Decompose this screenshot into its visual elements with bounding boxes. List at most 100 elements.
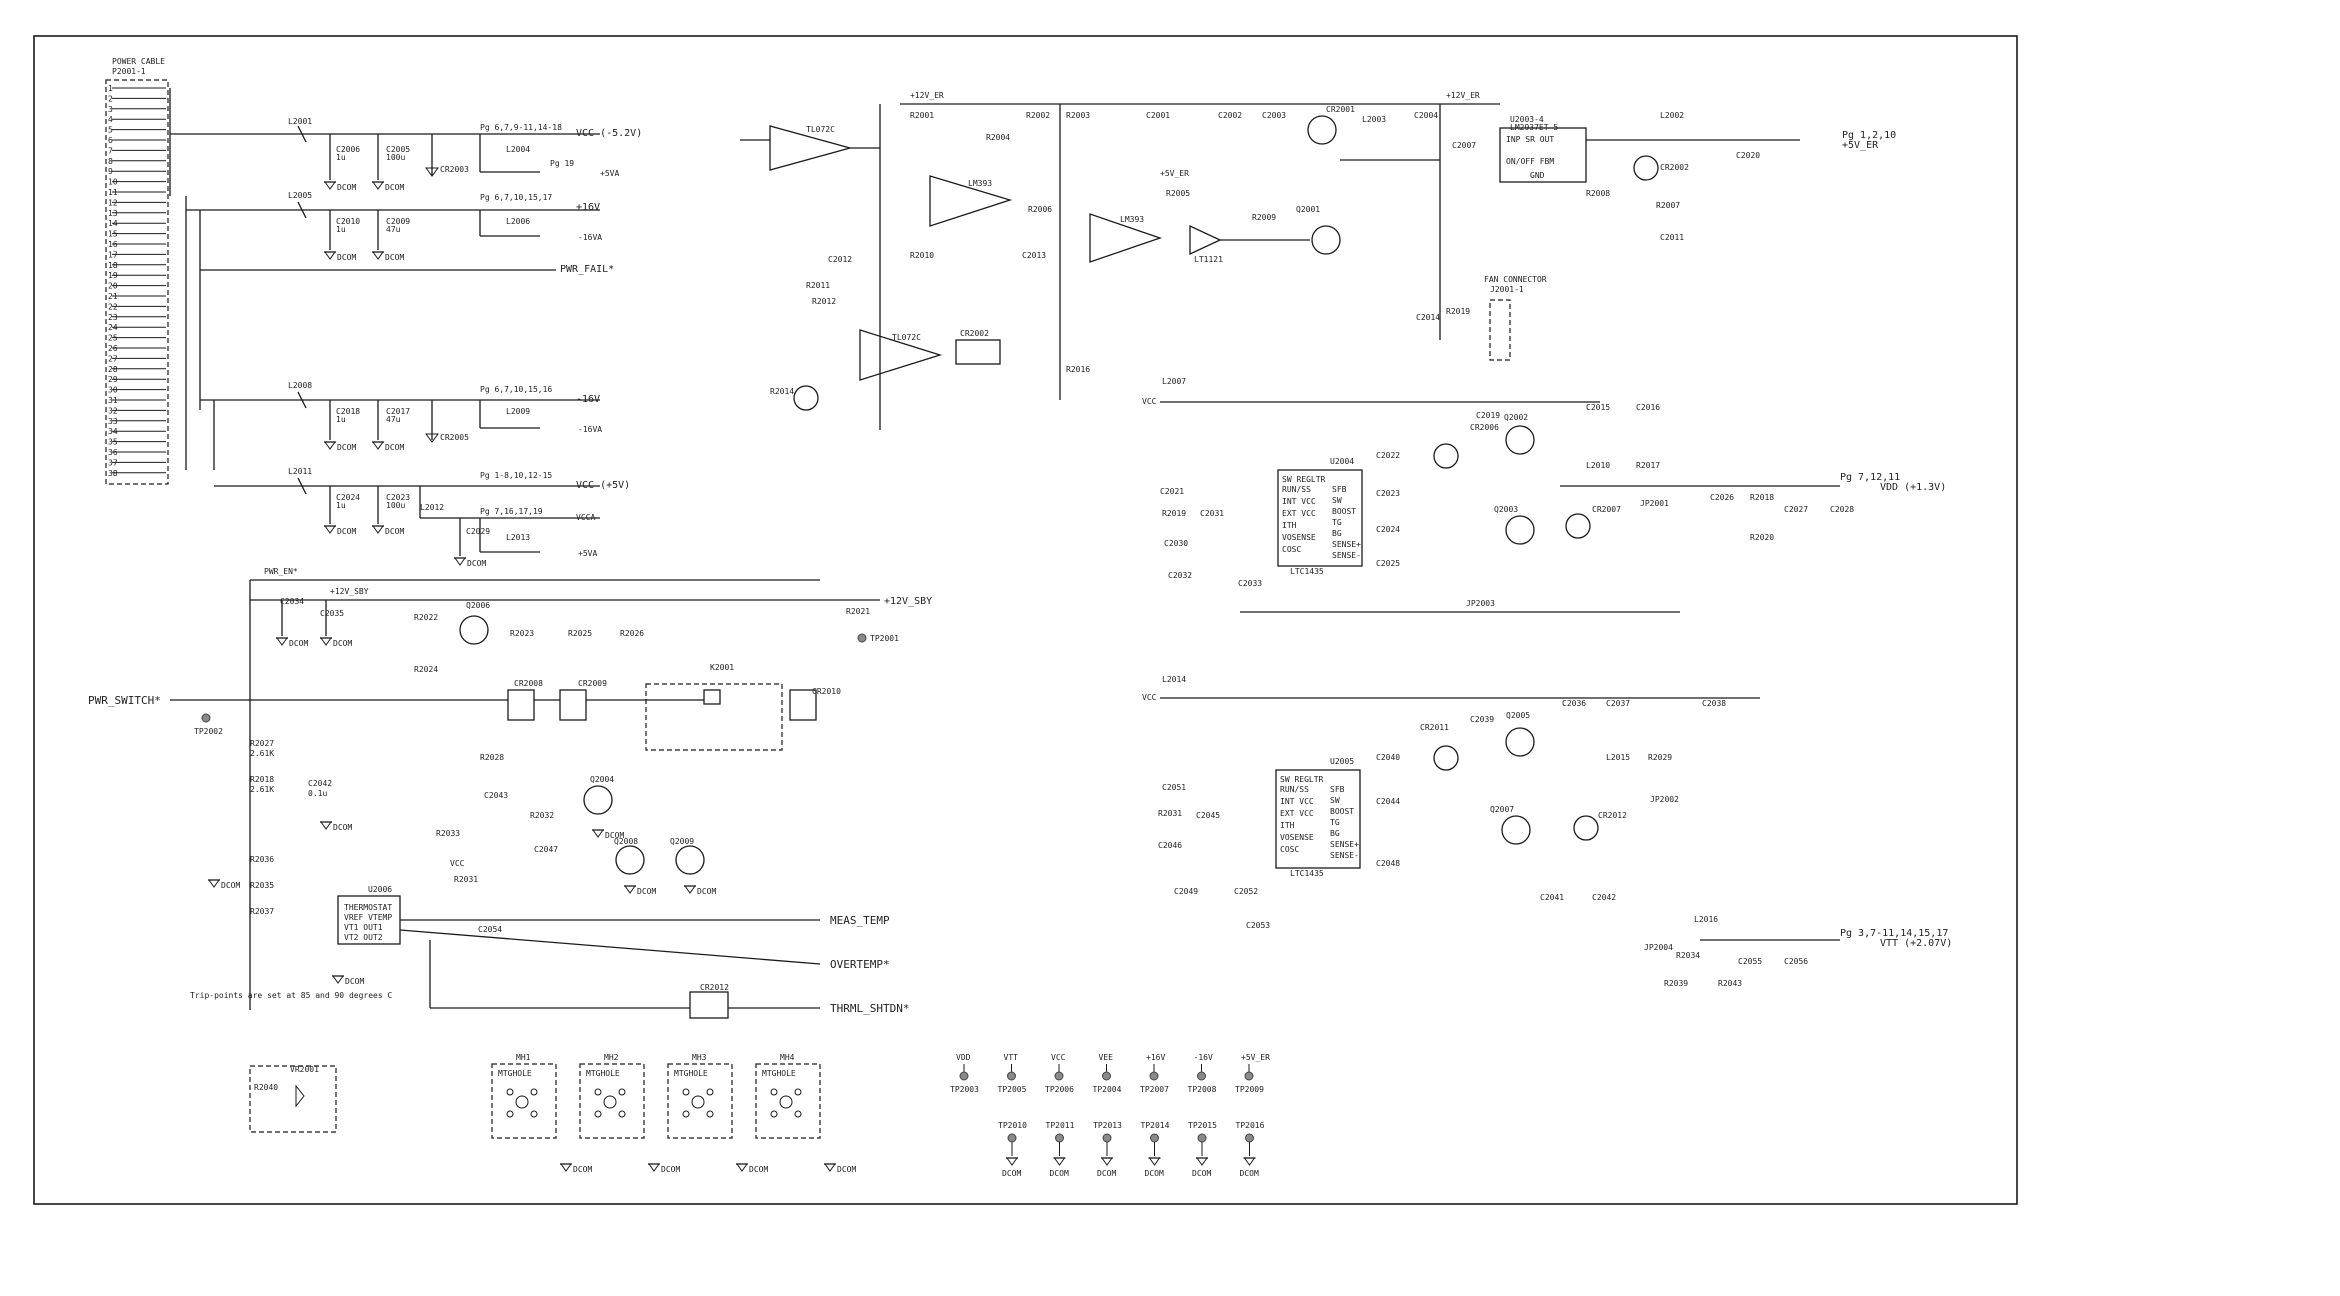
svg-text:C2051: C2051 bbox=[1162, 783, 1186, 792]
svg-text:R2010: R2010 bbox=[910, 251, 934, 260]
svg-text:R2031: R2031 bbox=[454, 875, 478, 884]
svg-text:CR2006: CR2006 bbox=[1470, 423, 1499, 432]
svg-text:22: 22 bbox=[108, 302, 118, 311]
svg-text:TG: TG bbox=[1332, 518, 1342, 527]
pg-ref-b: Pg 6,7,10,15,17 bbox=[480, 193, 552, 202]
svg-text:DCOM: DCOM bbox=[697, 887, 716, 896]
net-vcc-neg: VCC (-5.2V) bbox=[576, 128, 642, 139]
thermostat-ic bbox=[337, 895, 401, 945]
svg-text:C2001: C2001 bbox=[1146, 111, 1170, 120]
test-point[interactable] bbox=[1150, 1133, 1159, 1143]
test-point[interactable] bbox=[1244, 1071, 1254, 1081]
svg-text:28: 28 bbox=[108, 365, 118, 374]
svg-text:C2046: C2046 bbox=[1158, 841, 1182, 850]
mounting-holes: MH1MTGHOLEDCOMMH2MTGHOLEDCOMMH3MTGHOLEDC… bbox=[491, 1053, 856, 1174]
tp-ref: TP2016 bbox=[1236, 1121, 1265, 1130]
ldo-u2003 bbox=[1499, 127, 1587, 183]
test-point[interactable] bbox=[959, 1071, 969, 1081]
svg-text:C2009: C2009 bbox=[386, 217, 410, 226]
svg-text:Q2001: Q2001 bbox=[1296, 205, 1320, 214]
svg-text:C2048: C2048 bbox=[1376, 859, 1400, 868]
svg-text:DCOM: DCOM bbox=[337, 183, 356, 192]
svg-text:R2020: R2020 bbox=[1750, 533, 1774, 542]
svg-text:PWR_EN*: PWR_EN* bbox=[264, 567, 298, 576]
test-point[interactable] bbox=[1055, 1133, 1064, 1143]
buck2-ic bbox=[1275, 769, 1361, 869]
net-12v-er-a: +12V_ER bbox=[910, 91, 944, 100]
net-16va-2: -16VA bbox=[578, 425, 602, 434]
test-point[interactable] bbox=[1149, 1071, 1159, 1081]
svg-text:19: 19 bbox=[108, 271, 118, 280]
svg-text:R2036: R2036 bbox=[250, 855, 274, 864]
svg-text:C2034: C2034 bbox=[280, 597, 304, 606]
tp-net: +5V_ER bbox=[1241, 1053, 1270, 1062]
svg-text:C2038: C2038 bbox=[1702, 699, 1726, 708]
svg-text:SENSE-: SENSE- bbox=[1330, 851, 1359, 860]
test-point[interactable] bbox=[1054, 1071, 1064, 1081]
svg-text:C2005: C2005 bbox=[386, 145, 410, 154]
test-point[interactable] bbox=[1197, 1133, 1207, 1143]
power-cable-connector: POWER CABLE P2001-1 12345678910111213141… bbox=[105, 57, 215, 485]
buffer-u2003 bbox=[1189, 224, 1222, 256]
svg-text:JP2004: JP2004 bbox=[1644, 943, 1673, 952]
pg-ref-a: Pg 6,7,9-11,14-18 bbox=[480, 123, 562, 132]
svg-text:VREF VTEMP: VREF VTEMP bbox=[344, 913, 392, 922]
svg-text:VOSENSE: VOSENSE bbox=[1282, 533, 1316, 542]
opamp-section: +12V_ER TL072C LM393 LM393 TL072C LT1121… bbox=[740, 91, 1441, 430]
svg-text:L2002: L2002 bbox=[1660, 111, 1684, 120]
pg-ref-i: Pg 3,7-11,14,15,17 bbox=[1840, 928, 1948, 939]
svg-text:C2028: C2028 bbox=[1830, 505, 1854, 514]
net-12v-er-b: +12V_ER bbox=[1446, 91, 1480, 100]
test-point[interactable] bbox=[1102, 1133, 1112, 1143]
svg-text:R2026: R2026 bbox=[620, 629, 644, 638]
svg-text:34: 34 bbox=[108, 427, 118, 436]
svg-text:DCOM: DCOM bbox=[637, 887, 656, 896]
svg-text:R2027: R2027 bbox=[250, 739, 274, 748]
svg-text:R2011: R2011 bbox=[806, 281, 830, 290]
svg-text:3: 3 bbox=[108, 105, 113, 114]
fan-connector-label: FAN CONNECTOR bbox=[1484, 275, 1547, 284]
svg-text:C2049: C2049 bbox=[1174, 887, 1198, 896]
test-point[interactable] bbox=[1197, 1071, 1206, 1081]
svg-text:C2027: C2027 bbox=[1784, 505, 1808, 514]
svg-text:R2039: R2039 bbox=[1664, 979, 1688, 988]
net-5va-1: +5VA bbox=[600, 169, 619, 178]
test-point[interactable] bbox=[1245, 1133, 1254, 1143]
mounting-hole-label: MTGHOLE bbox=[674, 1069, 708, 1078]
svg-text:DCOM: DCOM bbox=[345, 977, 364, 986]
svg-text:R2029: R2029 bbox=[1648, 753, 1672, 762]
net-neg16v: -16V bbox=[576, 394, 600, 405]
test-point[interactable] bbox=[1102, 1071, 1111, 1081]
test-point[interactable] bbox=[1007, 1071, 1016, 1081]
svg-text:DCOM: DCOM bbox=[333, 823, 352, 832]
svg-text:VCC: VCC bbox=[450, 859, 465, 868]
vcc-in-1: VCC bbox=[1142, 397, 1157, 406]
test-point[interactable] bbox=[1007, 1133, 1017, 1143]
svg-text:DCOM: DCOM bbox=[1192, 1169, 1211, 1178]
svg-text:DCOM: DCOM bbox=[385, 527, 404, 536]
svg-text:47u: 47u bbox=[386, 225, 401, 234]
svg-text:33: 33 bbox=[108, 417, 118, 426]
svg-text:37: 37 bbox=[108, 458, 118, 467]
svg-text:K2001: K2001 bbox=[710, 663, 734, 672]
svg-text:Q2006: Q2006 bbox=[466, 601, 490, 610]
u2001a-label: TL072C bbox=[892, 333, 921, 342]
pwr-switch-label: PWR_SWITCH* bbox=[88, 694, 161, 707]
tp-ref: TP2009 bbox=[1235, 1085, 1264, 1094]
svg-text:7: 7 bbox=[108, 146, 113, 155]
svg-text:VOSENSE: VOSENSE bbox=[1280, 833, 1314, 842]
svg-text:SENSE+: SENSE+ bbox=[1330, 840, 1359, 849]
net-vtt: VTT (+2.07V) bbox=[1880, 938, 1952, 949]
power-cable-label: POWER CABLE bbox=[112, 57, 165, 66]
opamp-u2001b bbox=[769, 125, 853, 171]
svg-text:13: 13 bbox=[108, 209, 118, 218]
svg-text:L2013: L2013 bbox=[506, 533, 530, 542]
svg-text:L2006: L2006 bbox=[506, 217, 530, 226]
tp-ref: TP2007 bbox=[1140, 1085, 1169, 1094]
tp-ref: TP2015 bbox=[1188, 1121, 1217, 1130]
svg-text:L2012: L2012 bbox=[420, 503, 444, 512]
svg-text:100u: 100u bbox=[386, 501, 405, 510]
svg-text:100u: 100u bbox=[386, 153, 405, 162]
svg-text:30: 30 bbox=[108, 386, 118, 395]
